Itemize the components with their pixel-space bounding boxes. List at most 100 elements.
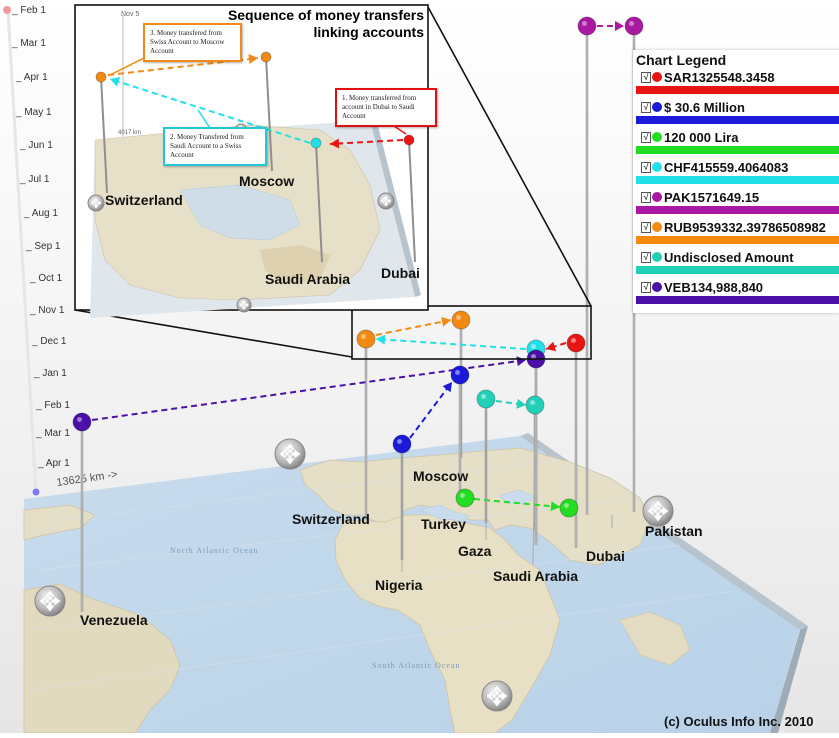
timeline-month-label: _ Feb 1 — [11, 5, 46, 16]
marker-switzerland[interactable] — [356, 329, 376, 349]
inset-title: Sequence of money transfers linking acco… — [200, 7, 424, 41]
note-text: 1. Money transferred from account in Dub… — [342, 94, 417, 120]
timeline-end-marker[interactable] — [32, 488, 40, 496]
legend-checkbox[interactable]: √ — [641, 222, 651, 233]
legend-item[interactable]: √ RUB9539332.39786508982 — [633, 219, 839, 249]
place-label-gaza: Gaza — [458, 543, 492, 559]
legend-checkbox[interactable]: √ — [641, 192, 651, 203]
transfer-arrow-nigeria-moscow — [409, 381, 453, 439]
legend-checkbox[interactable]: √ — [641, 72, 651, 83]
legend-item[interactable]: √ PAK1571649.15 — [633, 189, 839, 219]
marker-pakistan[interactable] — [624, 16, 644, 36]
pan-arrows-icon[interactable] — [87, 194, 105, 212]
note-saudi-to-swiss: 2. Money Transfered from Saudi Account t… — [163, 127, 267, 166]
chart-legend: Chart Legend √ SAR1325548.3458 √ $ 30.6 Mil… — [633, 50, 839, 313]
legend-checkbox[interactable]: √ — [641, 162, 651, 173]
place-label-nigeria: Nigeria — [375, 577, 423, 593]
legend-item-label: 120 000 Lira — [664, 130, 739, 145]
legend-item[interactable]: √ VEB134,988,840 — [633, 279, 839, 309]
transfer-arrow-swiss-moscow — [375, 319, 452, 336]
legend-checkbox[interactable]: √ — [641, 252, 651, 263]
legend-color-bar — [636, 146, 839, 154]
legend-color-dot — [652, 282, 662, 292]
note-dubai-to-saudi: 1. Money transferred from account in Dub… — [335, 88, 437, 127]
pan-arrows-icon[interactable] — [377, 192, 395, 210]
marker-inset-saudi[interactable] — [310, 137, 322, 149]
inset-place-label-dubai: Dubai — [381, 265, 420, 281]
timeline-axis: _ Feb 1_ Mar 1_ Apr 1_ May 1_ Jun 1_ Jul… — [3, 5, 70, 512]
legend-color-dot — [652, 222, 662, 232]
legend-item[interactable]: √CHF415559.4064083 — [633, 159, 839, 189]
pan-arrows-icon[interactable] — [481, 680, 513, 712]
inset-place-label-saudi-arabia: Saudi Arabia — [265, 271, 350, 287]
marker-moscow[interactable] — [451, 310, 471, 330]
marker-inset-switzerland[interactable] — [95, 71, 107, 83]
timeline-month-label: _ Sep 1 — [25, 241, 61, 252]
marker-dubai-pak[interactable] — [577, 16, 597, 36]
legend-item-label: Undisclosed Amount — [664, 250, 794, 265]
world-map-plane[interactable]: North Atlantic Ocean South Atlantic Ocea… — [23, 433, 808, 734]
distance-label: 13625 km -> — [56, 469, 119, 489]
legend-item-label: VEB134,988,840 — [664, 280, 764, 295]
marker-venezuela[interactable] — [72, 412, 92, 432]
legend-color-bar — [636, 86, 839, 94]
legend-item[interactable]: √ Undisclosed Amount — [633, 249, 839, 279]
legend-item-label: PAK1571649.15 — [664, 190, 760, 205]
legend-item-label: SAR1325548.3458 — [664, 70, 775, 85]
marker-dubai[interactable] — [566, 333, 586, 353]
note-text: 3. Money transfered from Swiss Account t… — [150, 29, 225, 55]
marker-saudi-undisclosed[interactable] — [525, 395, 545, 415]
legend-item[interactable]: √ 120 000 Lira — [633, 129, 839, 159]
legend-color-dot — [652, 192, 662, 202]
place-label-dubai: Dubai — [586, 548, 625, 564]
legend-checkbox[interactable]: √ — [641, 282, 651, 293]
marker-nigeria[interactable] — [392, 434, 412, 454]
legend-item[interactable]: √ $ 30.6 Million — [633, 99, 839, 129]
legend-item-label: RUB9539332.39786508982 — [664, 220, 826, 235]
legend-color-dot — [652, 252, 662, 262]
legend-item-label: $ 30.6 Million — [664, 100, 745, 115]
marker-gaza[interactable] — [476, 389, 496, 409]
place-label-turkey: Turkey — [421, 516, 466, 532]
inset-arrow-saudi-swiss — [109, 78, 311, 144]
legend-item[interactable]: √ SAR1325548.3458 — [633, 69, 839, 99]
legend-color-bar — [636, 236, 839, 244]
place-label-venezuela: Venezuela — [80, 612, 148, 628]
marker-inset-moscow[interactable] — [260, 51, 272, 63]
pan-arrows-icon[interactable] — [34, 585, 66, 617]
ocean-label-south-atlantic: South Atlantic Ocean — [372, 661, 460, 670]
timeline-month-label: _ Dec 1 — [31, 336, 67, 347]
legend-color-bar — [636, 116, 839, 124]
place-label-moscow: Moscow — [413, 468, 468, 484]
legend-checkbox[interactable]: √ — [641, 132, 651, 143]
timeline-start-marker[interactable] — [3, 6, 11, 14]
transfer-arrow-dubai-saudi — [545, 342, 567, 350]
inset-title-line-1: Sequence of money transfers — [227, 7, 424, 23]
marker-moscow-usd[interactable] — [450, 365, 470, 385]
legend-color-bar — [636, 266, 839, 274]
timeline-month-label: _ Jun 1 — [19, 140, 53, 151]
timeline-month-label: _ Jul 1 — [19, 174, 50, 185]
transfer-arrow-turkey-dubai — [473, 498, 561, 508]
timeline-month-label: _ Aug 1 — [23, 208, 58, 219]
note-text: 2. Money Transfered from Saudi Account t… — [170, 133, 244, 159]
inset-arrow-dubai-saudi — [329, 139, 404, 145]
timeline-month-label: _ Nov 1 — [29, 305, 65, 316]
marker-turkey[interactable] — [455, 488, 475, 508]
copyright-text: (c) Oculus Info Inc. 2010 — [664, 714, 814, 729]
inset-tick-distance: 4017 km — [118, 130, 141, 136]
timeline-month-label: _ Mar 1 — [35, 428, 70, 439]
marker-inset-dubai[interactable] — [403, 134, 415, 146]
legend-title: Chart Legend — [636, 52, 727, 68]
legend-color-dot — [652, 162, 662, 172]
pan-arrows-icon[interactable] — [274, 438, 306, 470]
marker-dubai-lira[interactable] — [559, 498, 579, 518]
pan-arrows-icon[interactable] — [642, 495, 674, 527]
legend-color-bar — [636, 296, 839, 304]
timeline-month-label: _ Feb 1 — [35, 400, 70, 411]
timeline-month-label: _ Mar 1 — [11, 38, 46, 49]
legend-checkbox[interactable]: √ — [641, 102, 651, 113]
highlight-box — [351, 305, 592, 360]
pan-arrows-icon[interactable] — [236, 297, 252, 313]
